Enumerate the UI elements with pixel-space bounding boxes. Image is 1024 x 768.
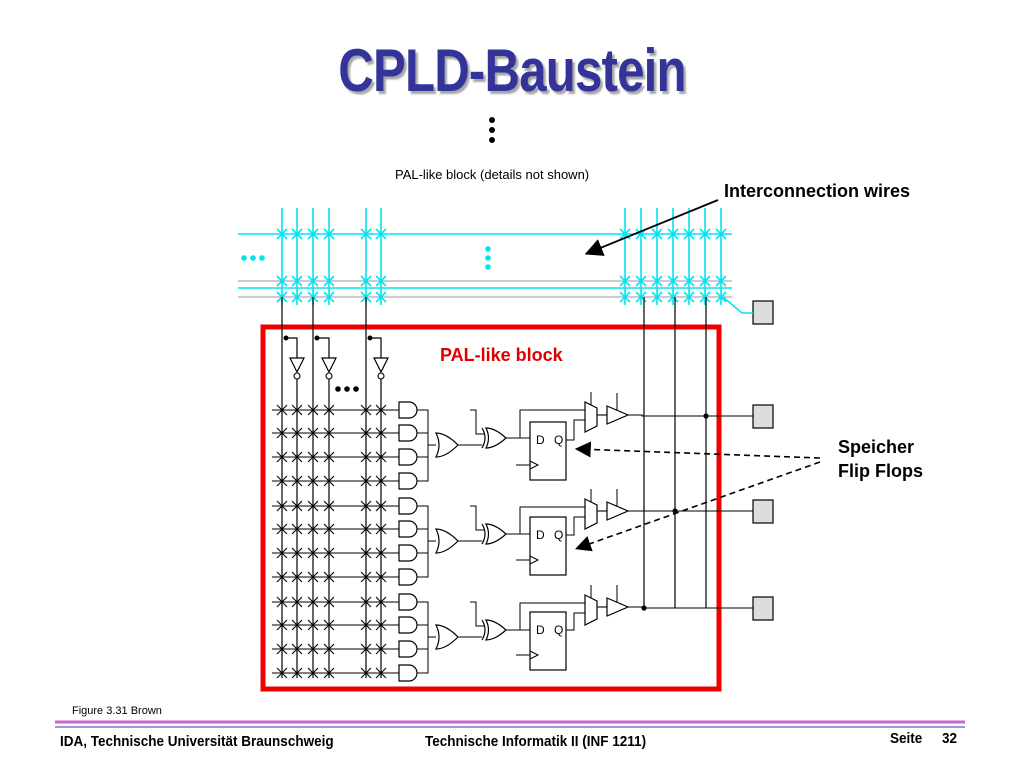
input-buffer — [289, 357, 305, 374]
and-gate — [398, 520, 418, 538]
pal-block-border — [260, 324, 722, 692]
and-gate — [398, 544, 418, 562]
storage-label-line2: Flip Flops — [838, 461, 923, 481]
d-flip-flop — [529, 611, 567, 671]
input-buffer — [373, 357, 389, 374]
storage-arrow-1 — [574, 441, 821, 459]
ff-q-label: Q — [554, 528, 563, 542]
and-gate — [398, 424, 418, 442]
input-buffer — [321, 357, 337, 374]
footer-institution: IDA, Technische Universität Braunschweig — [60, 733, 334, 750]
ff-d-label: D — [536, 433, 545, 447]
output-mux — [584, 594, 598, 626]
top-caption: PAL-like block (details not shown) — [395, 167, 590, 182]
xor-gate — [481, 427, 507, 449]
ff-q-label: Q — [554, 623, 563, 637]
ff-q-label: Q — [554, 433, 563, 447]
figure-reference: Figure 3.31 Brown — [72, 705, 162, 717]
ellipsis-middle — [485, 246, 491, 270]
tristate-buffer — [606, 597, 630, 617]
ellipsis-top — [489, 117, 495, 143]
and-gate — [398, 472, 418, 490]
and-gate — [398, 593, 418, 611]
and-gate — [398, 497, 418, 515]
d-flip-flop — [529, 516, 567, 576]
tristate-buffer — [606, 405, 630, 425]
output-mux — [584, 498, 598, 530]
pal-block-label: PAL-like block — [440, 345, 563, 365]
d-flip-flop — [529, 421, 567, 481]
and-gate — [398, 448, 418, 466]
and-gate — [398, 401, 418, 419]
ellipsis-pal — [335, 386, 359, 392]
slide-title: CPLD-Baustein — [338, 37, 686, 104]
xor-gate — [481, 619, 507, 641]
output-wire — [628, 414, 753, 417]
storage-arrow-2 — [574, 461, 821, 552]
output-mux — [584, 401, 598, 433]
interconnect-arrow — [584, 199, 719, 256]
footer-page-label: Seite — [890, 730, 923, 747]
and-gate — [398, 640, 418, 658]
interconnect-label: Interconnection wires — [724, 181, 911, 201]
and-gate — [398, 616, 418, 634]
or-gate — [435, 528, 459, 554]
or-gate — [435, 432, 459, 458]
footer-page-number: 32 — [942, 730, 958, 747]
or-gate — [435, 624, 459, 650]
ff-d-label: D — [536, 528, 545, 542]
xor-gate — [481, 523, 507, 545]
interconnect-bus — [238, 233, 732, 298]
and-gate — [398, 664, 418, 682]
output-pins — [722, 296, 774, 621]
interconnect-columns — [276, 208, 727, 305]
footer-rule — [55, 720, 965, 728]
output-wire — [628, 606, 753, 609]
ff-d-label: D — [536, 623, 545, 637]
footer-course: Technische Informatik II (INF 1211) — [425, 733, 647, 750]
ellipsis-left — [241, 255, 265, 261]
and-gate — [398, 568, 418, 586]
tristate-buffer — [606, 501, 630, 521]
storage-label-line1: Speicher — [838, 437, 915, 457]
